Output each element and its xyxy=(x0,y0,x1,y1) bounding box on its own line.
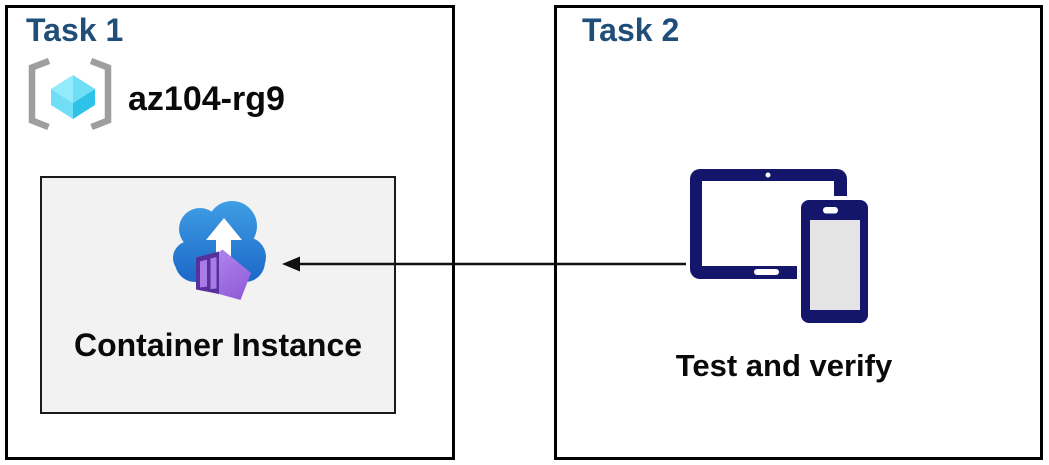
arrowhead-left xyxy=(282,256,300,272)
container-instances-icon xyxy=(173,201,266,300)
resource-group-name: az104-rg9 xyxy=(128,80,285,118)
cube-top-right-face xyxy=(73,75,95,103)
task2-title: Task 2 xyxy=(582,12,680,48)
left-bracket-shape xyxy=(28,58,51,131)
resource-group-icon xyxy=(28,58,112,131)
tablet-phone-devices-icon xyxy=(690,169,872,327)
upload-arrow-icon xyxy=(206,218,242,260)
phone-shape xyxy=(797,196,872,327)
test-and-verify-label: Test and verify xyxy=(675,348,893,383)
container-shape xyxy=(196,249,251,300)
task1-title: Task 1 xyxy=(26,12,124,48)
cube-bottom-right-face xyxy=(73,89,95,119)
connector-arrow xyxy=(282,256,686,272)
right-bracket-shape xyxy=(89,58,112,131)
phone-speaker-slot xyxy=(823,207,838,214)
container-instance-label: Container Instance xyxy=(73,327,363,363)
tablet-home-button xyxy=(754,269,779,275)
tablet-camera-dot xyxy=(765,172,771,178)
cube-top-left-face xyxy=(51,75,73,103)
cube-bottom-left-face xyxy=(51,89,73,119)
